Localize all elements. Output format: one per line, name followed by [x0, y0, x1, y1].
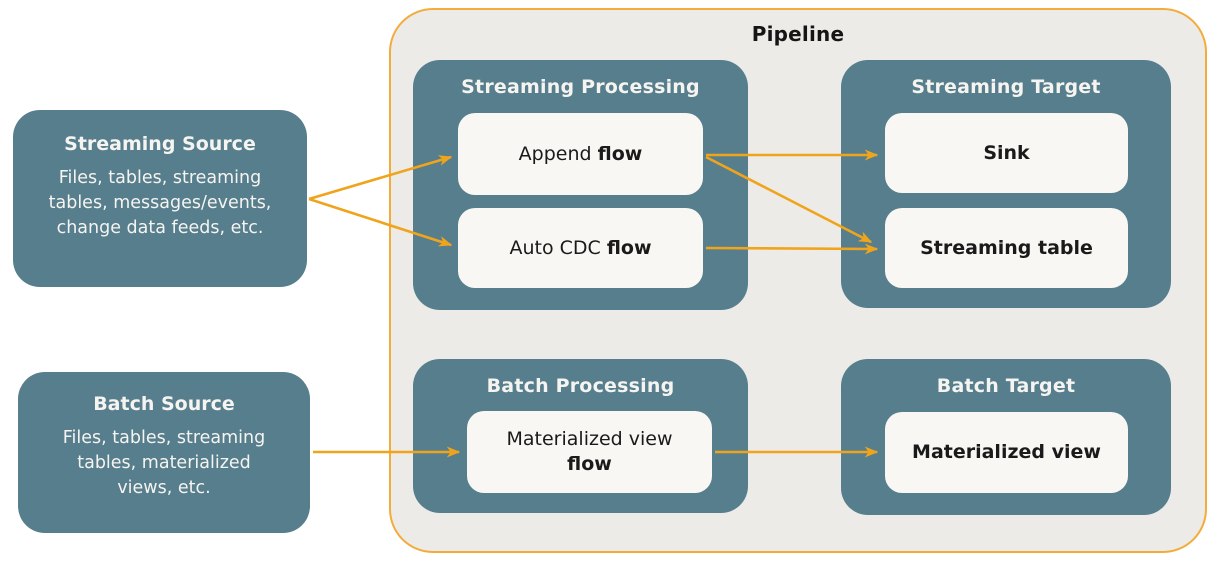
pipeline-title: Pipeline: [751, 22, 845, 46]
batch-source-description: Files, tables, streaming tables, materia…: [18, 426, 310, 501]
batch-source-line1: Files, tables, streaming: [62, 428, 266, 448]
auto-cdc-flow-node: Auto CDC flow: [458, 208, 703, 288]
streaming-source-description: Files, tables, streaming tables, message…: [13, 166, 307, 241]
streaming-source-line3: change data feeds, etc.: [56, 218, 264, 238]
streaming-table-node: Streaming table: [885, 208, 1128, 288]
sink-label: Sink: [983, 141, 1030, 164]
streaming-target-title: Streaming Target: [911, 76, 1101, 98]
auto-cdc-flow-label-regular: Auto CDC: [509, 236, 607, 259]
batch-source-title: Batch Source: [93, 393, 235, 415]
auto-cdc-flow-label-bold: flow: [606, 236, 652, 259]
auto-cdc-flow-label: Auto CDC flow: [509, 236, 651, 261]
streaming-processing-title: Streaming Processing: [461, 76, 700, 98]
batch-source-line2: tables, materialized: [77, 453, 251, 473]
materialized-view-target-node: Materialized view: [885, 412, 1128, 493]
materialized-view-flow-label-regular: Materialized view: [506, 428, 673, 450]
append-flow-label-regular: Append: [518, 142, 598, 165]
batch-target-title: Batch Target: [936, 375, 1076, 397]
streaming-target-group: Streaming Target Sink Streaming table: [841, 60, 1171, 308]
streaming-processing-group: Streaming Processing Append flow Auto CD…: [413, 60, 748, 310]
streaming-table-label: Streaming table: [920, 236, 1093, 259]
append-flow-node: Append flow: [458, 113, 703, 195]
batch-source-line3: views, etc.: [117, 478, 211, 498]
streaming-source-line1: Files, tables, streaming: [58, 168, 262, 188]
streaming-source-box: Streaming Source Files, tables, streamin…: [13, 110, 307, 287]
batch-target-group: Batch Target Materialized view: [841, 359, 1171, 515]
streaming-source-title: Streaming Source: [64, 133, 256, 155]
materialized-view-flow-label-bold: flow: [567, 453, 612, 475]
append-flow-label: Append flow: [519, 142, 643, 167]
materialized-view-flow-node: Materialized view flow: [467, 411, 712, 493]
sink-node: Sink: [885, 113, 1128, 193]
materialized-view-target-label: Materialized view: [912, 441, 1101, 463]
batch-source-box: Batch Source Files, tables, streaming ta…: [18, 372, 310, 533]
streaming-source-line2: tables, messages/events,: [48, 193, 272, 213]
append-flow-label-bold: flow: [597, 142, 643, 165]
batch-processing-title: Batch Processing: [486, 375, 675, 397]
batch-processing-group: Batch Processing Materialized view flow: [413, 359, 748, 513]
